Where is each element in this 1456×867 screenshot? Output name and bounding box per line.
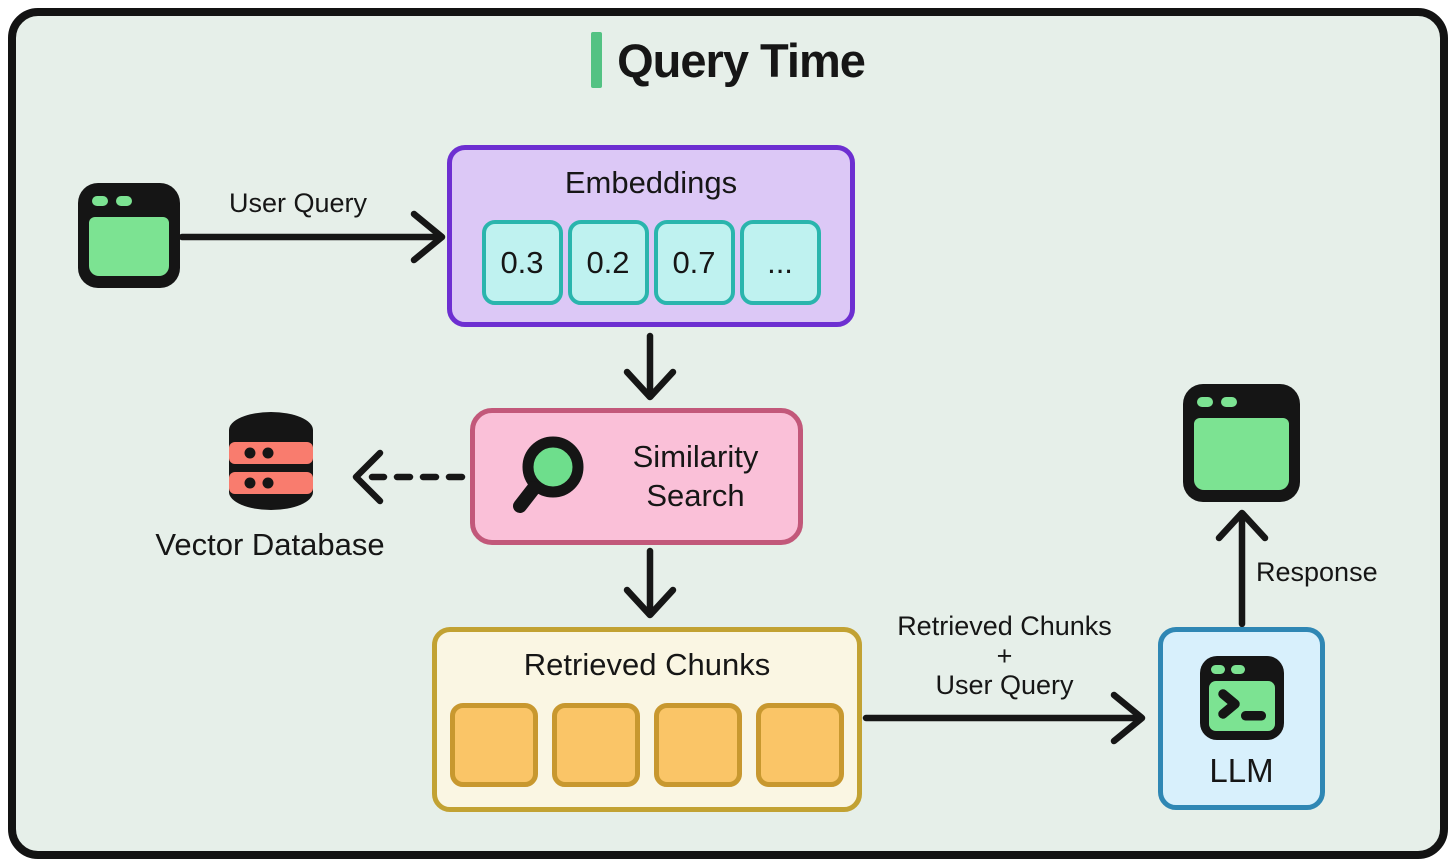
embedding-values-row: 0.3 0.2 0.7 ...: [452, 220, 850, 305]
llm-label: LLM: [1209, 752, 1274, 789]
magnifier-icon: [513, 436, 584, 513]
window-screen: [89, 217, 169, 276]
embedding-value-cell: 0.3: [481, 220, 563, 305]
chunk-item: [654, 703, 742, 787]
window-control-dot: [92, 196, 108, 206]
llm-node: LLM: [1158, 627, 1325, 810]
title-accent-bar: [591, 32, 603, 88]
embedding-value-cell: 0.7: [653, 220, 735, 305]
window-screen: [1194, 418, 1289, 490]
similarity-search-title: Similarity Search: [632, 438, 759, 513]
window-control-dot: [116, 196, 132, 206]
browser-window-icon: [1183, 384, 1300, 502]
window-control-dot: [1221, 397, 1237, 407]
retrieved-chunks-title: Retrieved Chunks: [523, 647, 771, 682]
embedding-value-cell: ...: [739, 220, 821, 305]
user-query-edge-label: User Query: [228, 188, 368, 218]
database-icon: [225, 410, 317, 517]
page-title: Query Time: [0, 32, 1456, 88]
chunks-to-llm-edge-label: Retrieved Chunks + User Query: [872, 611, 1137, 701]
edge-label-line: Retrieved Chunks: [897, 611, 1112, 641]
embeddings-node: Embeddings 0.3 0.2 0.7 ...: [447, 145, 855, 327]
edge-label-line: +: [996, 640, 1013, 671]
embeddings-title: Embeddings: [564, 165, 738, 200]
similarity-search-node: Similarity Search: [470, 408, 803, 545]
chunk-item: [450, 703, 538, 787]
terminal-icon: [1199, 656, 1284, 740]
window-control-dot: [1197, 397, 1213, 407]
retrieved-chunks-node: Retrieved Chunks: [432, 627, 862, 812]
chunk-row: [437, 703, 857, 787]
browser-window-icon: [78, 183, 180, 288]
edge-label-line: User Query: [935, 670, 1074, 701]
embedding-value-cell: 0.2: [567, 220, 649, 305]
chunk-item: [756, 703, 844, 787]
chunk-item: [552, 703, 640, 787]
vector-database-label: Vector Database: [155, 527, 385, 562]
page-title-text: Query Time: [617, 33, 866, 87]
response-edge-label: Response: [1256, 557, 1378, 587]
